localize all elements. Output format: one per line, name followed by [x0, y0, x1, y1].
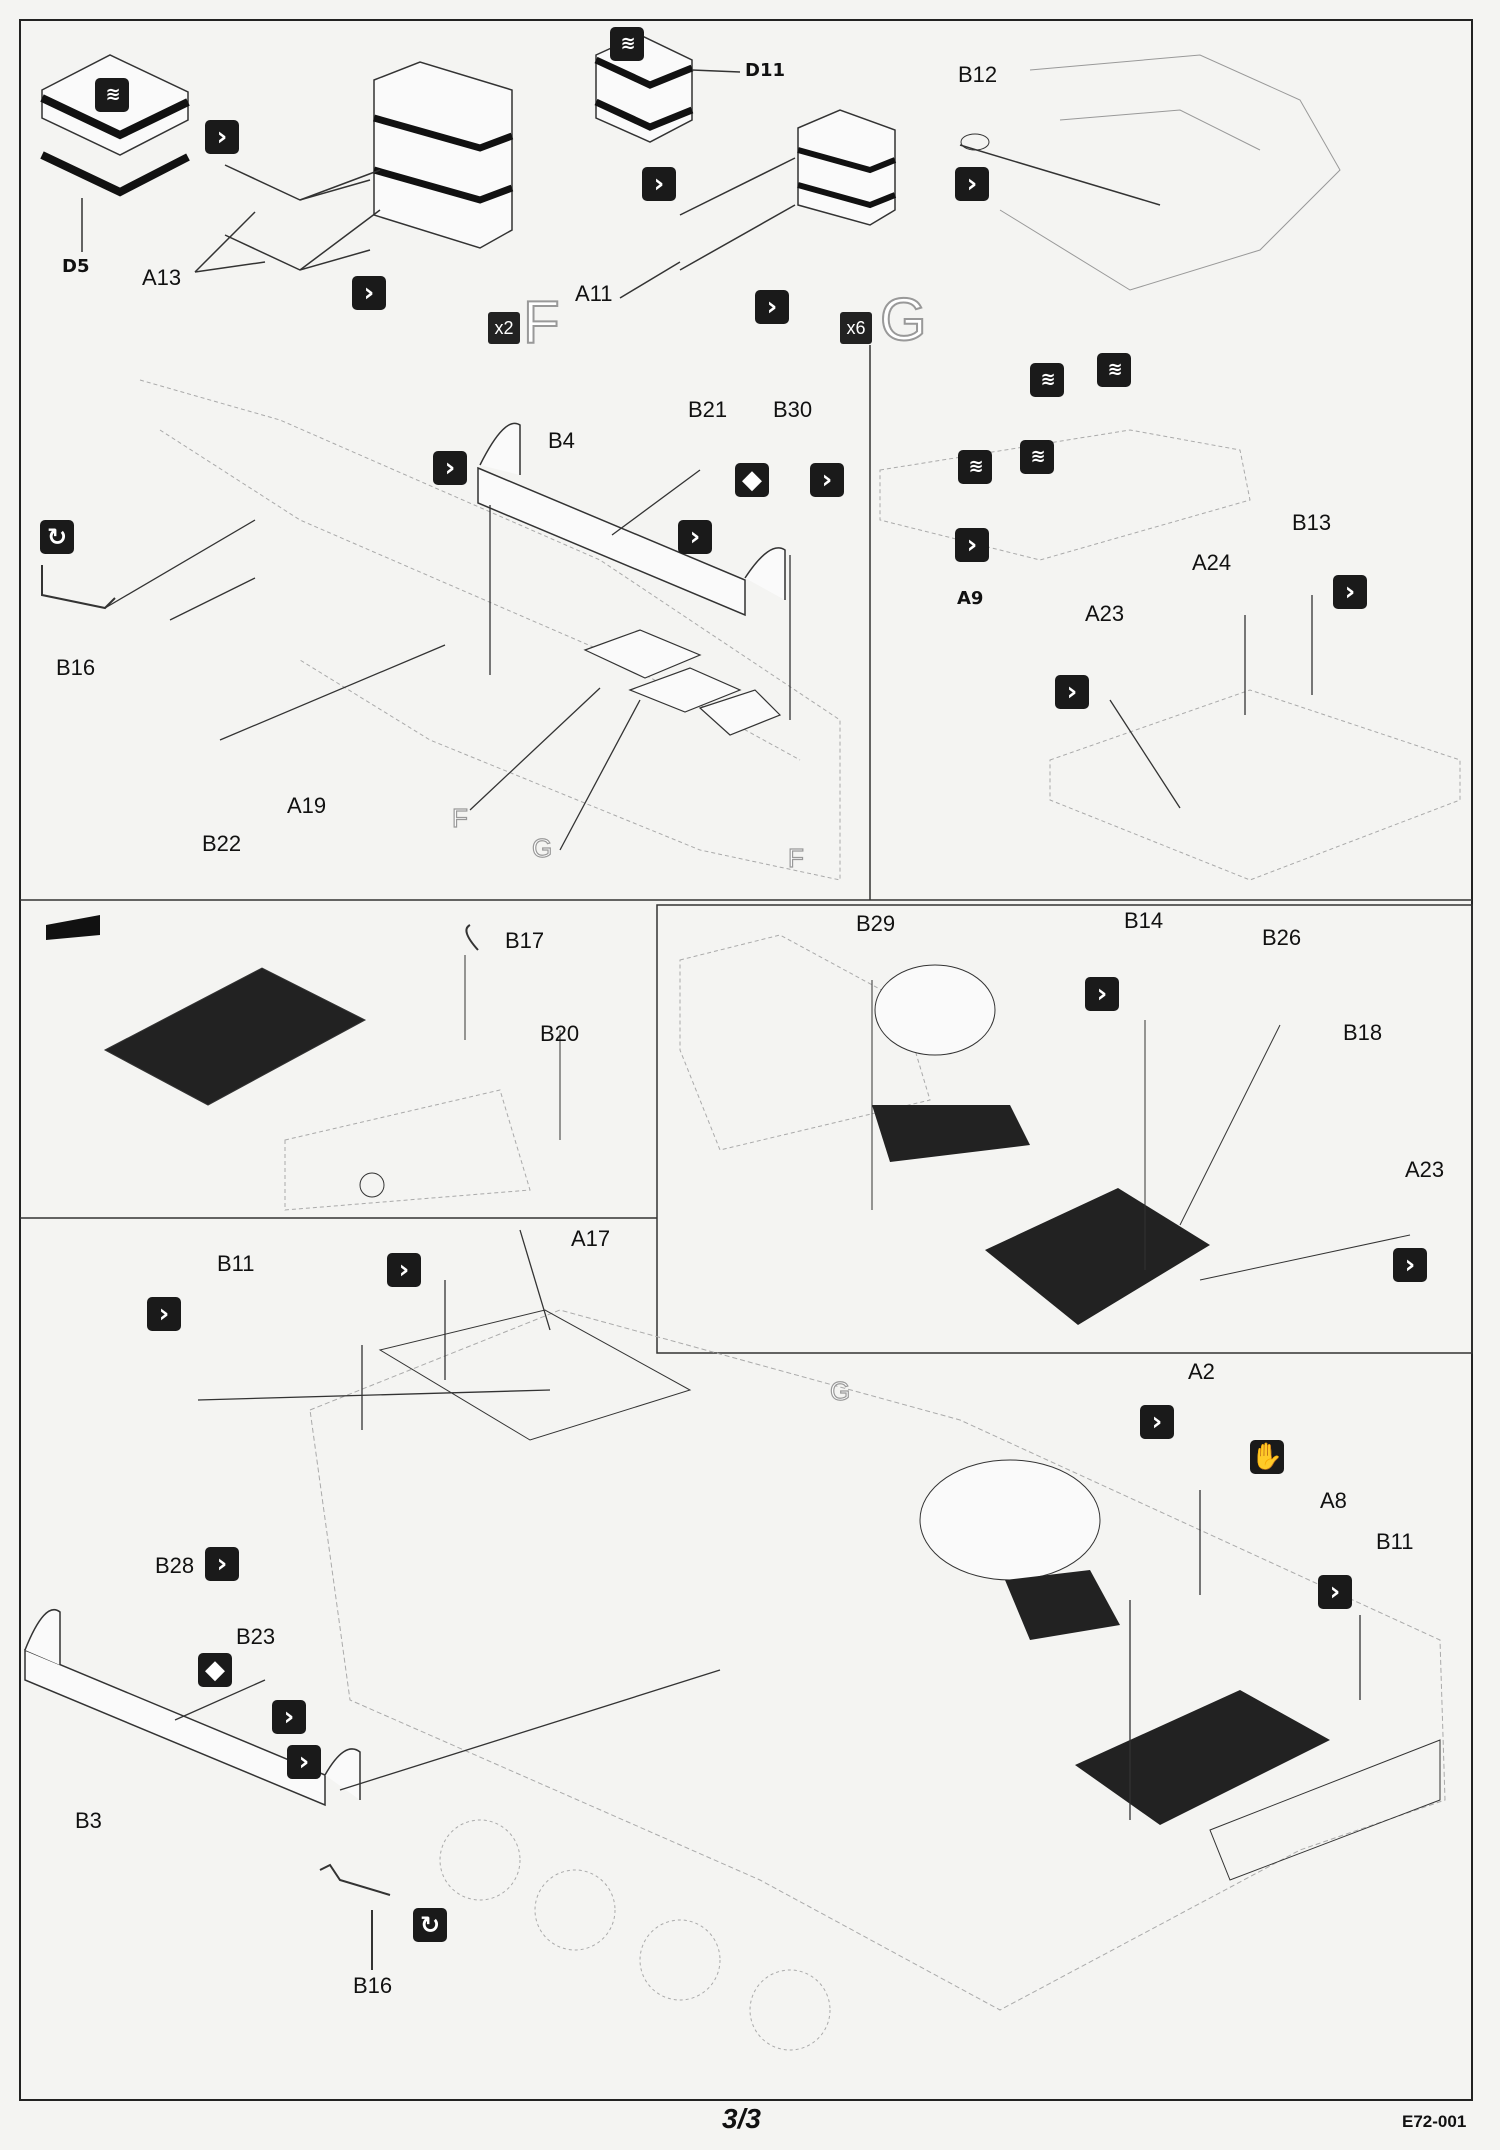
part-label-a13: A13: [142, 265, 182, 290]
flip-both-sides-icon: ◆: [735, 463, 769, 497]
ghost-label-g1: G: [531, 833, 553, 863]
part-label-b14: B14: [1124, 908, 1164, 933]
ghost-label-f2: F: [787, 843, 804, 873]
engine-deck-inset: [46, 915, 561, 1211]
part-label-d5: D5: [62, 256, 90, 277]
glue-icon: ≋: [610, 27, 644, 61]
fold-arrow-icon: ›: [1140, 1405, 1174, 1439]
box-d11-stack: [594, 34, 741, 143]
hand-hold-icon: ✋: [1250, 1440, 1284, 1474]
deck-panel-top: [879, 429, 1251, 561]
glue-icon: ≋: [1097, 353, 1131, 387]
part-label-b16-top: B16: [56, 655, 96, 680]
part-label-a24: A24: [1192, 550, 1232, 575]
fold-arrow-icon: ›: [1055, 675, 1089, 709]
part-label-b29: B29: [856, 911, 896, 936]
fold-arrow-icon: ›: [955, 528, 989, 562]
part-label-b11-right: B11: [1376, 1529, 1414, 1554]
fold-arrow-icon: ›: [1333, 575, 1367, 609]
bracket-a13: [194, 164, 381, 273]
bend-round-icon: ↻: [413, 1908, 447, 1942]
hatch-parts-fg: [583, 629, 782, 736]
glue-icon: ≋: [1030, 363, 1064, 397]
glue-icon: ≋: [95, 78, 129, 112]
fold-arrow-icon: ›: [205, 120, 239, 154]
part-label-a19: A19: [287, 793, 327, 818]
product-code: E72-001: [1402, 2112, 1467, 2131]
assembly-arrows-left: [104, 469, 791, 851]
hull-side-section: [139, 379, 841, 881]
box-large-middle: [619, 109, 897, 299]
part-label-b13: B13: [1292, 510, 1332, 535]
vehicle-hull-main: [309, 1309, 1446, 2011]
part-label-b11-left: B11: [217, 1251, 255, 1276]
ghost-label-g2: G: [829, 1376, 851, 1406]
inset-box-right: [656, 904, 1473, 1354]
part-label-b21: B21: [688, 397, 728, 422]
glue-icon: ≋: [958, 450, 992, 484]
fold-arrow-icon: ›: [205, 1547, 239, 1581]
flip-both-sides-icon: ◆: [198, 1653, 232, 1687]
inset-vehicle-rear: [679, 934, 1411, 1325]
glue-icon: ≋: [1020, 440, 1054, 474]
fold-arrow-icon: ›: [387, 1253, 421, 1287]
vehicle-wheels: [439, 1819, 831, 2051]
part-label-a9: A9: [957, 588, 984, 609]
part-label-b26: B26: [1262, 925, 1302, 950]
fold-arrow-icon: ›: [1393, 1248, 1427, 1282]
part-label-a23-mid: A23: [1405, 1157, 1445, 1182]
part-label-d11: D11: [745, 60, 785, 81]
part-label-a11: A11: [575, 281, 613, 306]
part-label-b17: B17: [505, 928, 545, 953]
subassembly-g-count: x6: [840, 312, 872, 344]
part-label-b28: B28: [155, 1553, 195, 1578]
part-label-a23-top: A23: [1085, 601, 1125, 626]
fold-arrow-icon: ›: [1318, 1575, 1352, 1609]
rail-b16-bottom: [319, 1863, 391, 1970]
part-label-a17: A17: [571, 1226, 611, 1251]
subassembly-f-count: x2: [488, 312, 520, 344]
fold-arrow-icon: ›: [755, 290, 789, 324]
subassembly-f-letter: F: [522, 289, 561, 356]
fold-arrow-icon: ›: [352, 276, 386, 310]
fold-arrow-icon: ›: [642, 167, 676, 201]
part-label-b4: B4: [548, 428, 575, 453]
fold-arrow-icon: ›: [287, 1745, 321, 1779]
part-label-b3: B3: [75, 1808, 102, 1833]
part-label-a2: A2: [1188, 1359, 1215, 1384]
bend-round-icon: ↻: [40, 520, 74, 554]
fold-arrow-icon: ›: [810, 463, 844, 497]
ghost-label-f1: F: [451, 803, 468, 833]
hull-corner-b12: [959, 54, 1341, 291]
rail-b3: [24, 1608, 361, 1807]
fold-arrow-icon: ›: [1085, 977, 1119, 1011]
rail-b16-top: [41, 565, 116, 610]
fold-arrow-icon: ›: [272, 1700, 306, 1734]
part-label-b16-bottom: B16: [353, 1973, 393, 1998]
part-label-b30: B30: [773, 397, 813, 422]
fold-arrow-icon: ›: [678, 520, 712, 554]
part-label-b20: B20: [540, 1021, 580, 1046]
fold-arrow-icon: ›: [955, 167, 989, 201]
part-label-a8: A8: [1320, 1488, 1347, 1513]
part-label-b22: B22: [202, 831, 242, 856]
deck-arrows: [1109, 595, 1313, 809]
assembly-arrows-bottom: [174, 1229, 1361, 1820]
rail-b4: [477, 422, 786, 617]
box-large-left: [373, 61, 514, 249]
part-label-b23: B23: [236, 1624, 276, 1649]
fold-arrow-icon: ›: [147, 1297, 181, 1331]
subassembly-g-letter: G: [879, 286, 928, 353]
fold-arrow-icon: ›: [433, 451, 467, 485]
deck-panel-bottom: [1049, 689, 1461, 881]
part-label-b18: B18: [1343, 1020, 1383, 1045]
part-label-b12: B12: [958, 62, 998, 87]
page-number: 3/3: [722, 2103, 761, 2134]
